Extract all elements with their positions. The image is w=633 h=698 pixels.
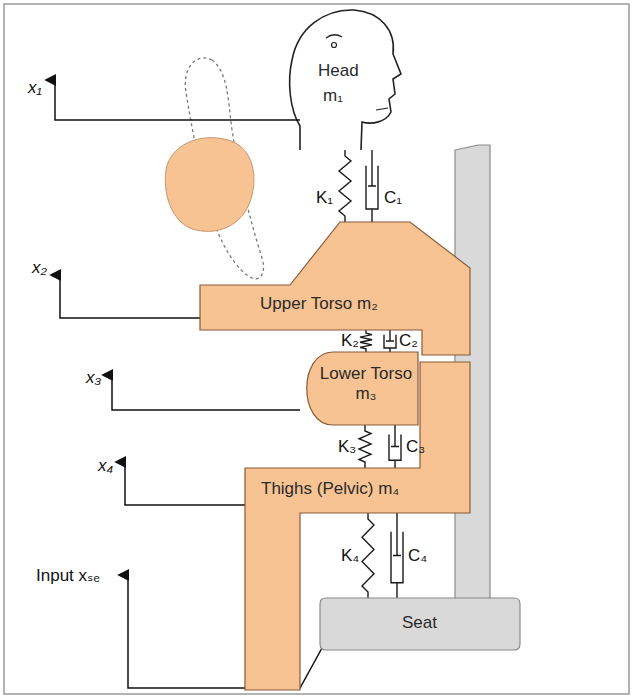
eye [332, 43, 337, 48]
displacement-label: x₃ [86, 368, 101, 388]
displacement-label: x₄ [98, 456, 113, 476]
upper-torso: Upper Torso m₂ [200, 222, 470, 355]
body-outline [320, 598, 520, 650]
mouth [376, 108, 388, 110]
displacement-label: x₁ [28, 78, 42, 98]
lower-torso: Lower Torso m₃ [298, 352, 418, 425]
spring-symbol [360, 330, 372, 352]
parameter-label: K₄ [341, 546, 359, 566]
displacement-arrow [60, 275, 200, 318]
body-outline [307, 352, 418, 425]
spring-symbol [359, 425, 371, 468]
body-segment-label: Head [318, 61, 359, 81]
spring-symbol [339, 150, 351, 222]
parameter-label: C₃ [406, 437, 425, 457]
damper-cylinder [384, 335, 396, 352]
spring-damper [359, 425, 401, 468]
spring-symbol [362, 513, 374, 598]
body-segment-label: m₁ [323, 86, 343, 106]
parameter-label: C₂ [399, 331, 418, 351]
parameter-label: K₂ [341, 331, 359, 351]
body-outline [200, 222, 470, 355]
seat: Seat [320, 598, 520, 650]
damper-piston [386, 330, 394, 341]
head-node: Head m₁ [285, 8, 400, 150]
damper-piston [393, 513, 401, 556]
parameter-label: K₃ [338, 437, 356, 457]
displacement-arrow [55, 80, 300, 120]
body-segment-label: Thighs (Pelvic) m₄ [261, 479, 399, 499]
spring-damper [339, 150, 378, 222]
spring-damper [360, 330, 396, 352]
spring-damper [362, 513, 403, 598]
displacement-arrow [112, 375, 300, 410]
body-segment-label: Upper Torso m₂ [260, 294, 378, 314]
damper-cylinder [391, 532, 403, 598]
damper-cylinder [389, 434, 401, 468]
body-outline [200, 222, 470, 355]
body-segment-label: Seat [402, 613, 437, 633]
head-outline [290, 10, 401, 150]
damper-piston [368, 150, 376, 186]
body-segment-label: Lower Torso m₃ [316, 364, 416, 404]
parameter-label: C₄ [408, 546, 427, 566]
shoulder [165, 138, 254, 232]
parameter-label: K₁ [316, 188, 333, 208]
frame [4, 4, 629, 694]
damper-cylinder [366, 166, 378, 222]
displacement-label: Input xₛₑ [36, 566, 100, 586]
displacement-arrow [125, 462, 245, 505]
damper-piston [391, 425, 399, 447]
displacement-label: x₂ [32, 258, 47, 278]
eyebrow [326, 35, 342, 38]
parameter-label: C₁ [384, 188, 402, 208]
